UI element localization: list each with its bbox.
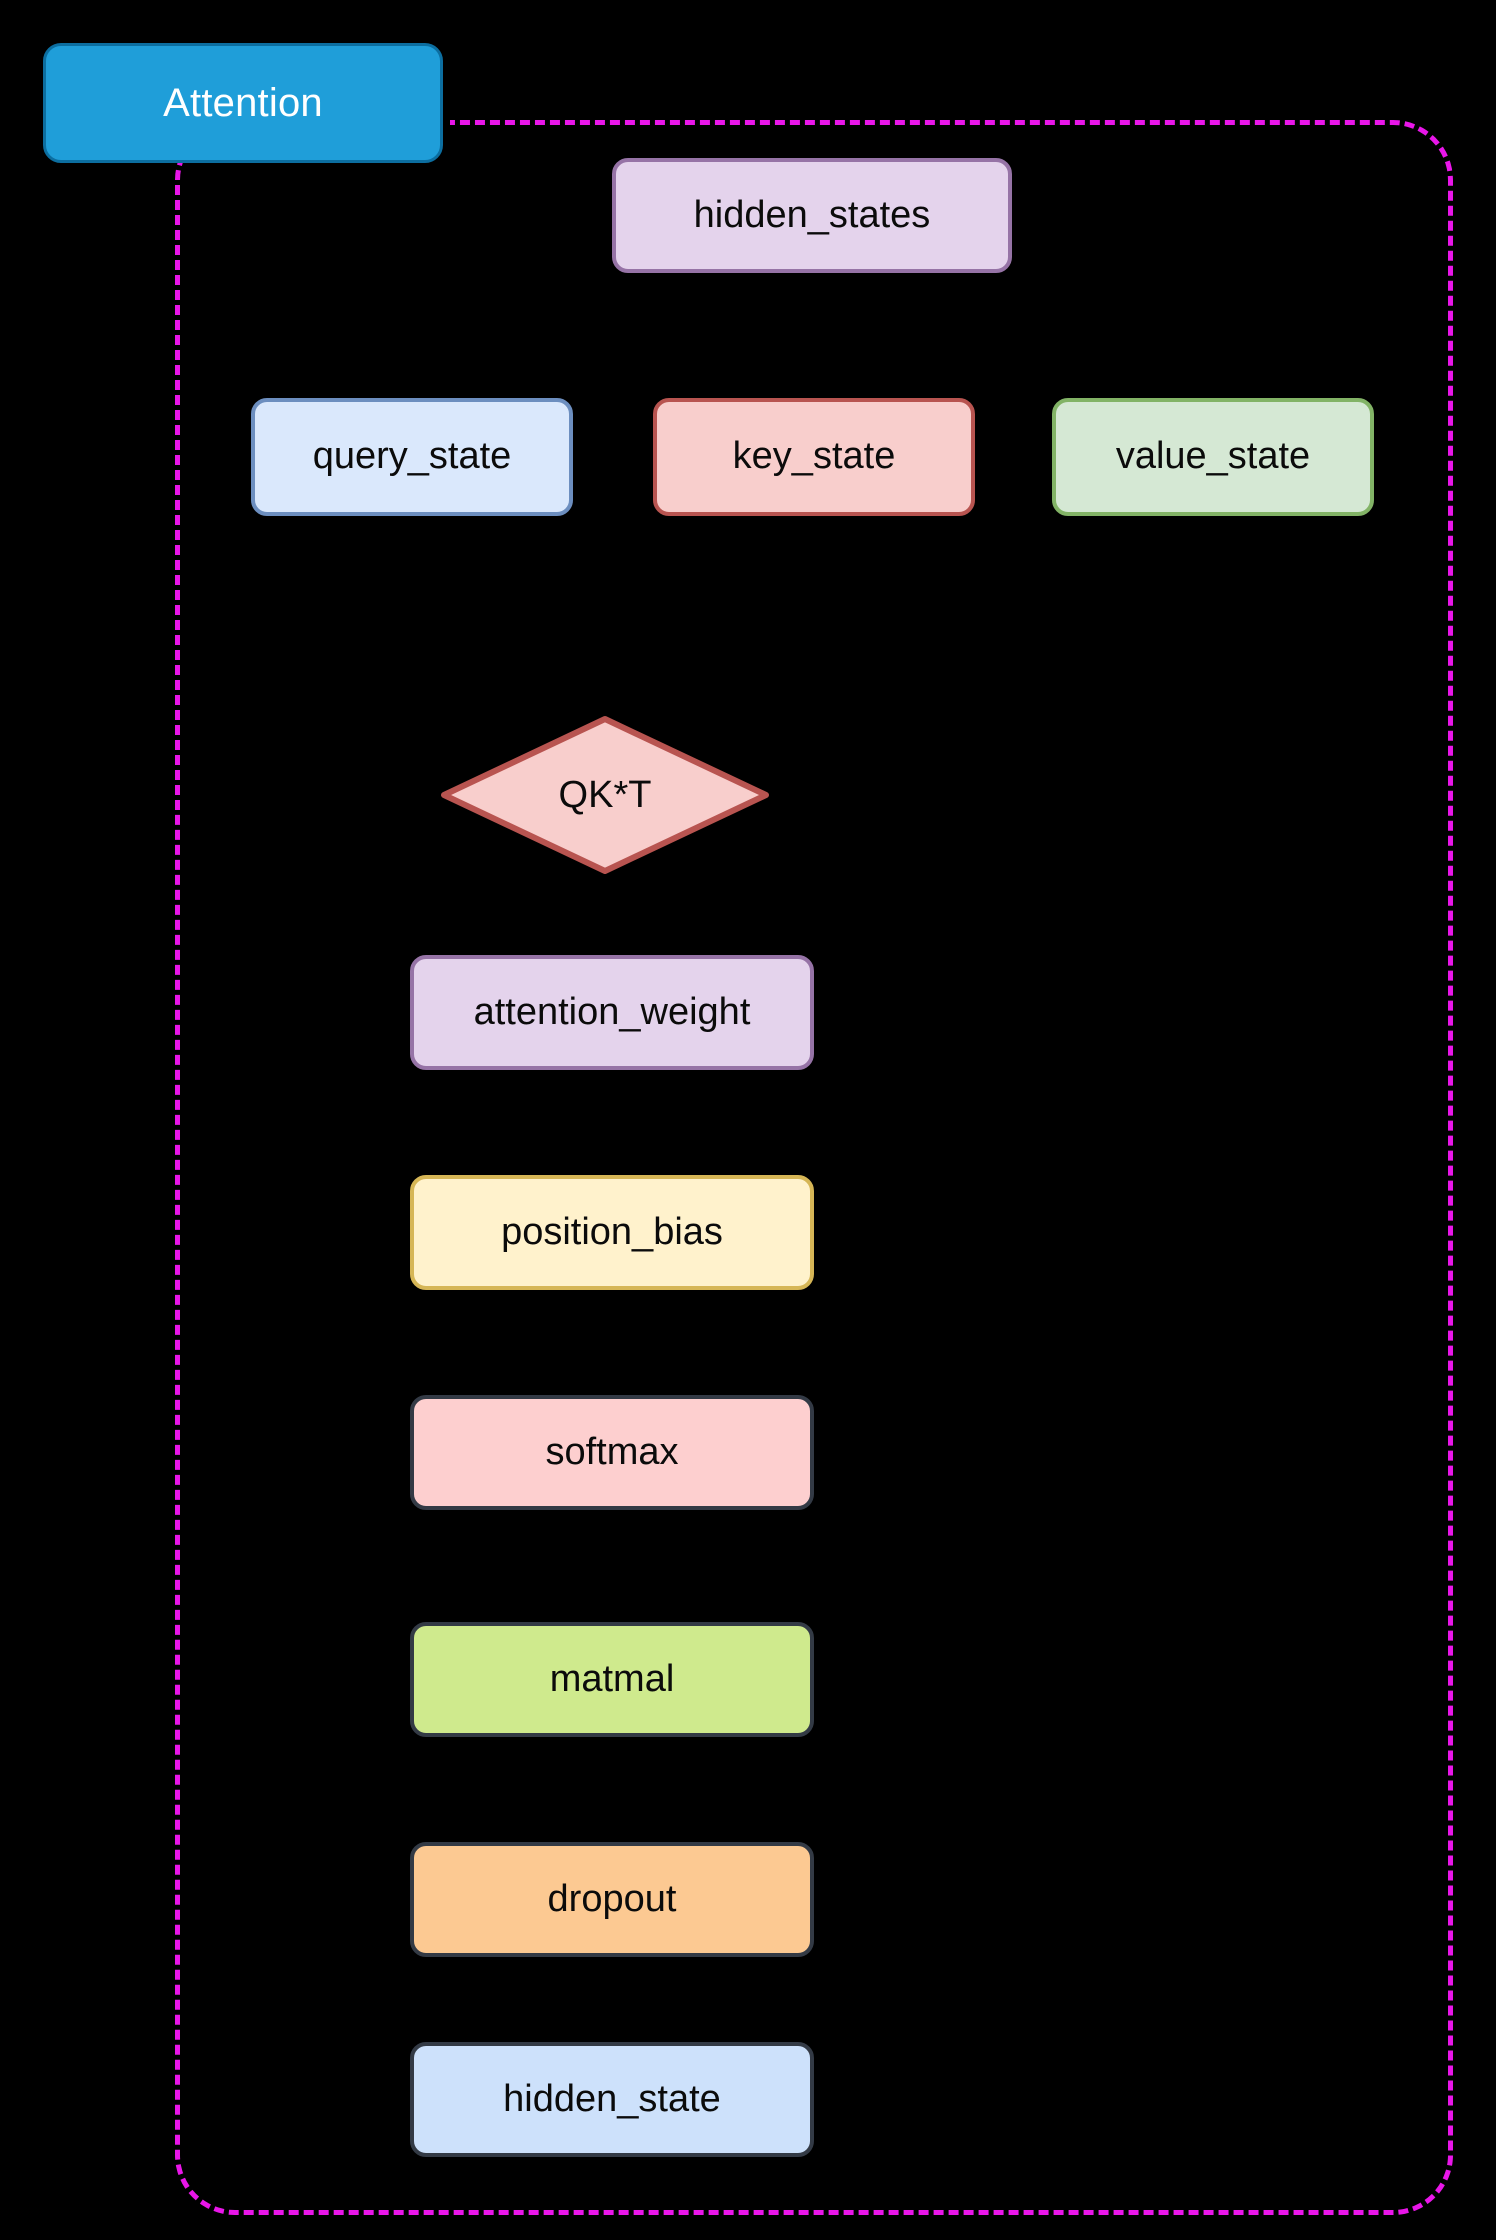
node-attention-weight[interactable]: attention_weight — [410, 955, 814, 1070]
node-matmal[interactable]: matmal — [410, 1622, 814, 1737]
node-key-state-label: key_state — [732, 435, 896, 478]
node-hidden-state[interactable]: hidden_state — [410, 2042, 814, 2157]
node-softmax-label: softmax — [545, 1430, 679, 1473]
node-hidden-states-label: hidden_states — [693, 193, 931, 236]
node-position-bias-label: position_bias — [501, 1210, 723, 1253]
node-qkt[interactable]: QK*T — [440, 715, 770, 875]
node-dropout[interactable]: dropout — [410, 1842, 814, 1957]
node-query-state-label: query_state — [312, 435, 512, 478]
subgraph-title-attention[interactable]: Attention — [43, 43, 443, 163]
node-key-state[interactable]: key_state — [653, 398, 975, 516]
node-dropout-label: dropout — [547, 1877, 677, 1920]
node-attention-weight-label: attention_weight — [473, 990, 751, 1033]
node-value-state[interactable]: value_state — [1052, 398, 1374, 516]
node-hidden-state-label: hidden_state — [503, 2077, 721, 2120]
node-softmax[interactable]: softmax — [410, 1395, 814, 1510]
subgraph-title-label: Attention — [163, 80, 323, 125]
node-position-bias[interactable]: position_bias — [410, 1175, 814, 1290]
node-matmal-label: matmal — [549, 1657, 675, 1700]
subgraph-container-attention — [175, 120, 1453, 2215]
node-value-state-label: value_state — [1115, 435, 1311, 478]
node-query-state[interactable]: query_state — [251, 398, 573, 516]
diamond-shape — [441, 716, 769, 874]
node-hidden-states[interactable]: hidden_states — [612, 158, 1012, 273]
